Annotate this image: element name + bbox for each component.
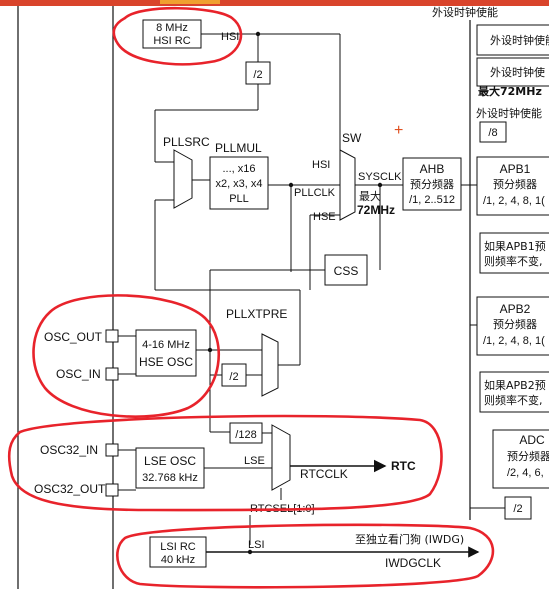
pllxtpre-mux (261, 333, 279, 397)
apb1-note-2: 则频率不变, (484, 254, 543, 268)
sysclk-max-2: 72MHz (357, 203, 395, 217)
pllmul-line1: ..., x16 (222, 163, 255, 175)
osc-in-pin (105, 367, 119, 381)
iwdgclk-label: IWDGCLK (385, 556, 441, 570)
lsi-signal-label: LSI (248, 539, 265, 551)
adc-line1: ADC (519, 433, 545, 447)
osc32-out-pin (105, 483, 119, 497)
red-annotations (7, 6, 495, 589)
apb2-note-1: 如果APB2预 (484, 378, 546, 392)
apb1-line2: 预分频器 (493, 177, 537, 191)
right-column: 外设时钟使能 外设时钟使 最大72MHz 外设时钟使能 /8 APB1 预分频器… (470, 24, 549, 520)
lsi-label: LSI RC (160, 541, 196, 553)
header-tab (160, 0, 220, 4)
pllxtpre-label: PLLXTPRE (226, 307, 287, 321)
div128: /128 (235, 429, 256, 441)
hsi-freq: 8 MHz (156, 22, 188, 34)
sysclk-max-1: 最大 (359, 189, 381, 203)
hsi-rc-block: 8 MHz HSI RC (142, 19, 202, 49)
sw-in-hsi: HSI (312, 159, 330, 171)
pllsrc-label: PLLSRC (163, 135, 210, 149)
apb1-line1: APB1 (500, 162, 531, 176)
css-block: CSS (324, 254, 368, 286)
osc32-out-label: OSC32_OUT (34, 482, 106, 496)
sw-in-pllclk: PLLCLK (294, 187, 336, 199)
header-strip (0, 0, 549, 6)
pllmul-block: ..., x16 x2, x3, x4 PLL (209, 156, 269, 210)
apb1-note-1: 如果APB1预 (484, 239, 546, 253)
osc-out-label: OSC_OUT (44, 330, 103, 344)
sw-in-hse: HSE (313, 211, 336, 223)
div2-bottom: /2 (513, 503, 522, 515)
lsi-freq: 40 kHz (161, 554, 195, 566)
max-72mhz: 最大72MHz (478, 84, 542, 98)
rtcclk-label: RTCCLK (300, 467, 348, 481)
apb2-note-2: 则频率不变, (484, 393, 543, 407)
apb1-line3: /1, 2, 4, 8, 1( (483, 195, 545, 207)
hse-label: HSE OSC (139, 355, 193, 369)
sw-label: SW (342, 131, 362, 145)
lse-osc-block: LSE OSC 32.768 kHz (135, 447, 205, 489)
sysclk-label: SYSCLK (358, 171, 402, 183)
lsi-junction (247, 549, 253, 555)
sw-mux (339, 149, 356, 221)
hse-osc-block: 4-16 MHz HSE OSC (135, 329, 197, 377)
iwdg-note: 至独立看门狗 (IWDG) (355, 532, 464, 546)
div2-hse: /2 (229, 371, 238, 383)
osc-in-label: OSC_IN (56, 367, 101, 381)
annotation-hsi (112, 6, 243, 66)
rtc-label: RTC (391, 459, 416, 473)
annotation-lsi (116, 523, 495, 589)
lsi-rc-block: LSI RC 40 kHz (149, 536, 207, 568)
css-label: CSS (334, 264, 359, 278)
pllmul-title: PLLMUL (215, 141, 262, 155)
pllmul-line3: PLL (229, 193, 249, 205)
osc32-in-pin (105, 443, 119, 457)
lse-signal-label: LSE (244, 455, 265, 467)
annotation-lse (7, 414, 443, 512)
hsi-signal-label: HSI (221, 31, 239, 43)
adc-line2: 预分频器 (507, 449, 549, 463)
osc32-in-label: OSC32_IN (40, 443, 98, 457)
periph-en-3: 外设时钟使能 (476, 106, 542, 120)
div8: /8 (488, 127, 497, 139)
periph-en-2: 外设时钟使 (490, 65, 545, 79)
apb2-line2: 预分频器 (493, 317, 537, 331)
annotation-hse (32, 294, 221, 418)
pllmul-line2: x2, x3, x4 (215, 178, 262, 190)
div2-top: /2 (253, 69, 262, 81)
pllsrc-mux (173, 149, 193, 209)
plus-marker: + (394, 122, 403, 139)
ahb-line3: /1, 2..512 (409, 194, 455, 206)
rtcsel-mux (271, 424, 291, 491)
ahb-line1: AHB (420, 162, 445, 176)
apb2-line1: APB2 (500, 302, 531, 316)
ahb-line2: 预分频器 (410, 177, 454, 191)
top-label: 外设时钟使能 (432, 5, 498, 19)
adc-line3: /2, 4, 6, (507, 467, 544, 479)
lse-label: LSE OSC (144, 454, 196, 468)
ahb-block: AHB 预分频器 /1, 2..512 (402, 157, 462, 211)
hse-freq: 4-16 MHz (142, 339, 190, 351)
hsi-label: HSI RC (153, 35, 190, 47)
osc-out-pin (105, 329, 119, 343)
lse-freq: 32.768 kHz (142, 472, 198, 484)
apb2-line3: /1, 2, 4, 8, 1( (483, 335, 545, 347)
periph-en-1: 外设时钟使能 (490, 33, 549, 47)
